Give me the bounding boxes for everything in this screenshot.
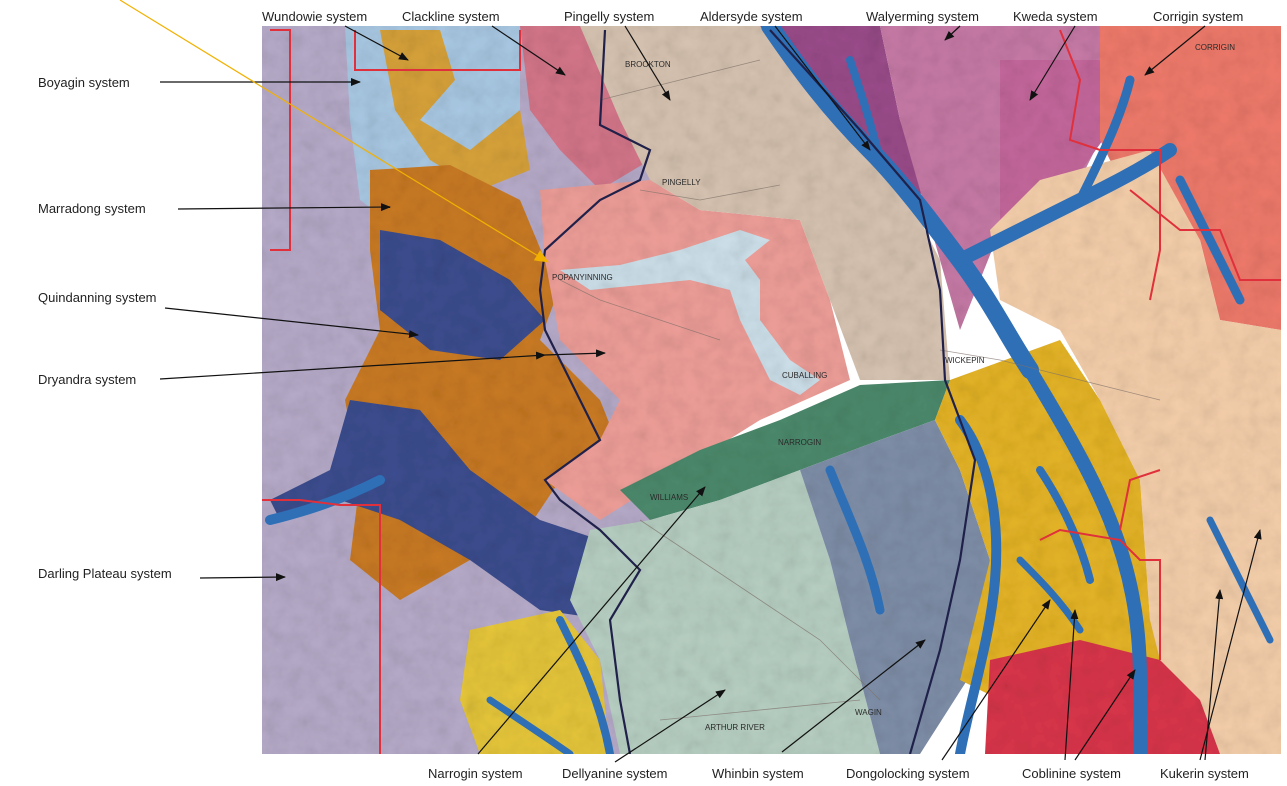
town-wickepin: WICKEPIN [945,356,985,365]
arrow-quindanning [164,307,419,339]
town-wagin: WAGIN [855,708,882,717]
arrow-darling-plateau [199,573,286,582]
arrow-dryandra-2 [544,349,606,358]
town-arthur-river: ARTHUR RIVER [705,723,765,732]
region-quindanning [270,230,640,620]
label-kweda: Kweda system [1013,9,1098,24]
arrow-coblinine-2 [1074,669,1136,761]
region-kukerin [990,150,1281,754]
arrow-dryandra [159,351,546,380]
arrow-marradong [177,203,391,212]
label-quindanning: Quindanning system [38,290,157,305]
arrow-walyerming [944,25,961,41]
arrow-clackline [491,25,566,76]
shire-boundaries [262,29,1281,754]
bottom-labels: Narrogin system Dellyanine system Whinbi… [428,766,1249,781]
label-darling-plateau: Darling Plateau system [38,566,172,581]
region-coblinine [985,640,1220,754]
label-walyerming: Walyerming system [866,9,979,24]
region-central-pink [540,180,850,520]
label-narrogin: Narrogin system [428,766,523,781]
road-lines [559,59,1161,721]
town-williams: WILLIAMS [650,493,688,502]
arrow-kukerin-1 [1199,529,1262,761]
label-marradong: Marradong system [38,201,146,216]
label-dryandra: Dryandra system [38,372,136,387]
label-coblinine: Coblinine system [1022,766,1121,781]
region-narrogin [620,380,950,520]
town-corrigin: CORRIGIN [1195,43,1235,52]
arrow-kweda [1029,25,1076,101]
lake-chain [560,230,820,395]
leader-arrows [159,25,1262,763]
label-whinbin: Whinbin system [712,766,804,781]
town-popanyinning: POPANYINNING [552,273,613,282]
yellow-pointer-arrow [119,0,549,263]
arrow-coblinine-1 [1064,609,1079,761]
label-aldersyde: Aldersyde system [700,9,803,24]
region-corrigin [1100,26,1281,330]
top-labels: Wundowie system Clackline system Pingell… [262,9,1243,24]
label-clackline: Clackline system [402,9,500,24]
label-boyagin: Boyagin system [38,75,130,90]
region-kweda [1000,60,1110,220]
region-pingelly [580,26,950,380]
arrow-whinbin [781,639,926,753]
label-kukerin: Kukerin system [1160,766,1249,781]
boundary-dark [538,29,652,754]
arrow-wundowie [344,25,409,61]
boundary-dark-east [769,29,977,754]
region-dellyanine [570,470,880,754]
arrow-dongolocking [941,599,1051,761]
arrow-aldersyde [774,25,871,151]
arrow-corrigin [1144,25,1206,76]
left-labels: Boyagin system Marradong system Quindann… [38,75,172,581]
town-cuballing: CUBALLING [782,371,827,380]
arrow-narrogin [477,486,706,755]
label-wundowie: Wundowie system [262,9,367,24]
town-narrogin: NARROGIN [778,438,821,447]
label-dellyanine: Dellyanine system [562,766,668,781]
arrow-pingelly [624,25,671,101]
label-dongolocking: Dongolocking system [846,766,970,781]
label-pingelly: Pingelly system [564,9,654,24]
label-corrigin: Corrigin system [1153,9,1243,24]
town-pingelly: PINGELLY [662,178,701,187]
arrow-kukerin-2 [1204,589,1224,761]
arrow-dellyanine [614,689,726,763]
map-panel: BROOKTON PINGELLY POPANYINNING CUBALLING… [262,26,1281,754]
